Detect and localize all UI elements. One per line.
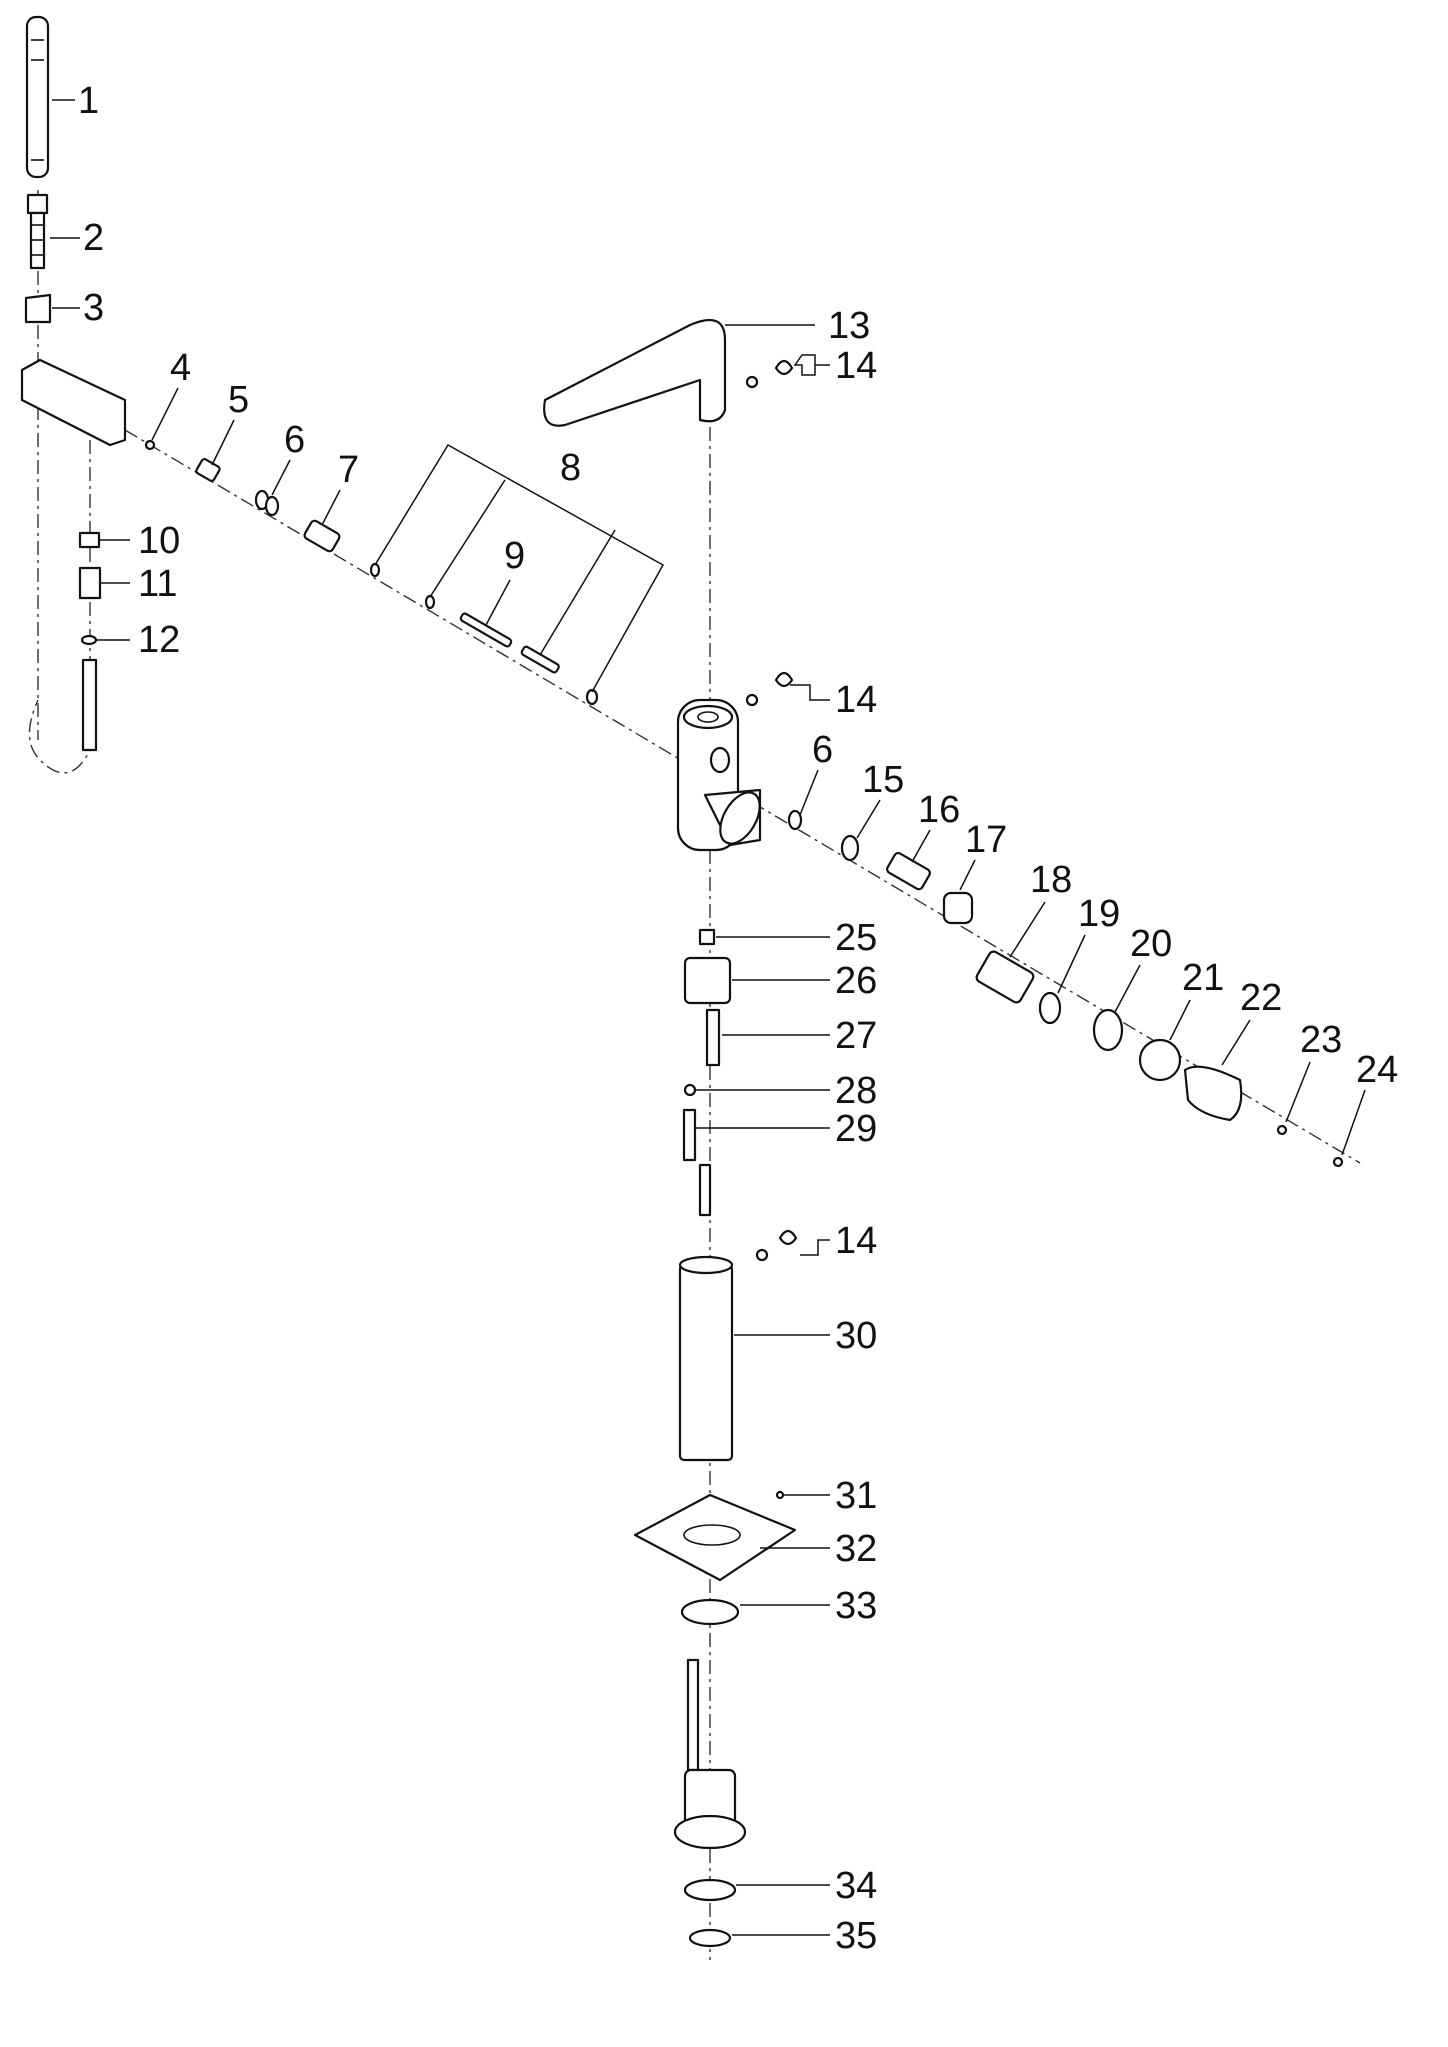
body-part-26 [683, 956, 732, 1005]
callout-28: 28 [835, 1070, 877, 1112]
handle-part-22 [1183, 1065, 1243, 1122]
screw-part-24 [1332, 1156, 1344, 1168]
sleeve-part-11 [78, 566, 102, 600]
seal-part-8d [585, 688, 599, 706]
nut-part-25 [698, 928, 716, 946]
callout-14-c: 14 [835, 1220, 877, 1262]
o-ring-part-6c [787, 809, 803, 831]
callout-12: 12 [138, 619, 180, 661]
hand-shower-part-1 [25, 15, 50, 179]
gasket-part-34 [683, 1878, 737, 1902]
valve-part-7 [303, 519, 341, 553]
callout-21: 21 [1182, 957, 1224, 999]
callout-26: 26 [835, 960, 877, 1002]
shower-hose [81, 658, 98, 752]
spring-part-8c [520, 645, 560, 674]
cap-part-17 [942, 891, 974, 925]
callout-3: 3 [83, 287, 104, 329]
callout-20: 20 [1130, 923, 1172, 965]
seal-part-33 [680, 1598, 740, 1626]
tube-part-29 [682, 1108, 697, 1162]
grub-screws-part-14 [745, 359, 798, 1262]
callout-8: 8 [560, 447, 581, 489]
callout-4: 4 [170, 347, 191, 389]
tube-part-29b [698, 1163, 712, 1217]
shower-holder-bracket [20, 358, 127, 447]
pin-part-9 [459, 612, 513, 648]
screw-part-31 [775, 1490, 785, 1500]
callout-22: 22 [1240, 977, 1282, 1019]
callout-23: 23 [1300, 1019, 1342, 1061]
callout-14-b: 14 [835, 679, 877, 721]
washer-part-12 [80, 634, 98, 646]
callout-11: 11 [138, 563, 177, 605]
screw-part-23 [1276, 1124, 1288, 1136]
threaded-base [673, 1814, 747, 1850]
callout-30: 30 [835, 1315, 877, 1357]
screw-part-4 [144, 439, 156, 451]
callout-34: 34 [835, 1865, 877, 1907]
diverter-part-16 [886, 851, 931, 891]
callout-10: 10 [138, 520, 180, 562]
callout-17: 17 [965, 819, 1007, 861]
callout-29: 29 [835, 1108, 877, 1150]
callout-14-a: 14 [835, 345, 877, 387]
base-plate-hole [683, 1524, 741, 1546]
callout-labels: 1 2 3 4 5 6 7 8 9 10 11 12 13 14 14 6 15… [78, 80, 1398, 1957]
ring-part-35 [688, 1928, 732, 1948]
o-ring-part-28 [683, 1083, 697, 1097]
callout-2: 2 [83, 217, 104, 259]
spout-part-13 [543, 318, 727, 427]
callout-13: 13 [828, 305, 870, 347]
callout-9: 9 [504, 535, 525, 577]
callout-18: 18 [1030, 859, 1072, 901]
threaded-ring-part-20 [1092, 1008, 1124, 1052]
lower-rod [686, 1658, 700, 1772]
cartridge-part-18 [975, 950, 1035, 1004]
fitting-part-5 [195, 458, 221, 482]
callout-16: 16 [918, 789, 960, 831]
callout-32: 32 [835, 1528, 877, 1570]
callout-6-b: 6 [812, 729, 833, 771]
o-ring-part-6b [264, 495, 280, 517]
callout-15: 15 [862, 759, 904, 801]
clip-part-3 [24, 293, 52, 324]
leader-lines [50, 99, 1366, 1936]
callout-33: 33 [835, 1585, 877, 1627]
ring-part-15 [840, 834, 860, 862]
callout-19: 19 [1078, 893, 1120, 935]
seal-part-8b [424, 594, 436, 610]
mixer-body [676, 698, 762, 852]
column-top [678, 1255, 734, 1275]
bolt-part-27 [705, 1008, 721, 1067]
cover-part-21 [1138, 1038, 1182, 1082]
callout-31: 31 [835, 1475, 877, 1517]
column-part-30 [678, 1263, 734, 1462]
seal-part-8a [369, 562, 381, 578]
hose-nut-part-2 [26, 193, 49, 270]
callout-5: 5 [228, 379, 249, 421]
callout-24: 24 [1356, 1049, 1398, 1091]
seal-ring-part-19 [1038, 991, 1062, 1025]
callout-7: 7 [338, 449, 359, 491]
callout-35: 35 [835, 1915, 877, 1957]
base-plate-part-32 [633, 1493, 797, 1582]
callout-1: 1 [78, 80, 99, 122]
callout-27: 27 [835, 1015, 877, 1057]
nut-part-10 [78, 531, 101, 549]
callout-6: 6 [284, 419, 305, 461]
callout-25: 25 [835, 917, 877, 959]
